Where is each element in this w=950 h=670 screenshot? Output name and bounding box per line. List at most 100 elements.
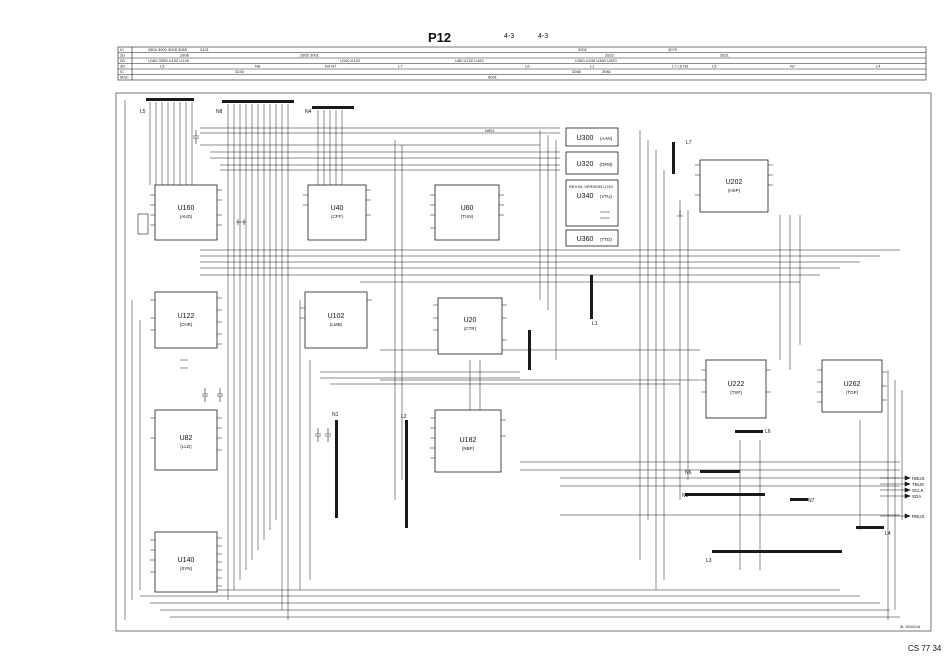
svg-text:L7: L7 — [398, 64, 403, 69]
svg-text:5001: 5001 — [488, 75, 498, 80]
block-u82-id: U82 — [180, 435, 193, 442]
block-u182 — [434, 409, 502, 473]
svg-text:L5: L5 — [712, 64, 717, 69]
connector-l1 — [590, 275, 593, 319]
svg-text:L1: L1 — [590, 64, 595, 69]
block-u140-name: (SYN) — [180, 566, 193, 571]
output-tbus: TBUS — [912, 482, 924, 487]
block-u60-id: U60 — [461, 205, 474, 212]
block-u222-name: (TSP) — [730, 390, 742, 395]
connector-n1 — [335, 420, 338, 518]
label-n8: N8 — [216, 109, 223, 115]
block-u300-id: U300 — [577, 135, 594, 142]
output-rbus: RBUS — [912, 514, 925, 519]
label-l7: L7 — [686, 140, 692, 146]
label-n1: N1 — [332, 412, 339, 418]
block-u160 — [154, 184, 218, 241]
svg-text:U360 U240 U300 U320: U360 U240 U300 U320 — [575, 58, 617, 63]
output-sclk: SCLK — [912, 488, 924, 493]
connector-l4 — [856, 526, 884, 529]
footer-code: CS 77 34 — [908, 644, 942, 653]
block-u360-id: U360 — [577, 236, 594, 243]
svg-text:IC: IC — [120, 47, 124, 52]
sheet-ref-right: 4-3 — [538, 33, 549, 40]
block-u182-id: U182 — [460, 437, 477, 444]
label-l3: L3 — [706, 558, 712, 564]
svg-text:L5: L5 — [160, 64, 165, 69]
page-title: P12 — [428, 30, 452, 45]
block-u122-name: (CHR) — [180, 322, 193, 327]
label-n4: N4 — [305, 109, 312, 115]
svg-text:N8: N8 — [255, 64, 261, 69]
schematic-frame — [115, 92, 932, 632]
block-u262-id: U262 — [844, 381, 861, 388]
connector-l5 — [146, 98, 194, 101]
block-u122-id: U122 — [178, 313, 195, 320]
block-u222-id: U222 — [728, 381, 745, 388]
block-u102-name: (LMB) — [330, 322, 343, 327]
block-u20-id: U20 — [464, 317, 477, 324]
svg-text:U100 U122: U100 U122 — [340, 58, 361, 63]
connector-l2 — [405, 420, 408, 482]
svg-text:N7: N7 — [790, 64, 796, 69]
connector-l7 — [672, 142, 675, 174]
block-u300 — [565, 127, 619, 147]
svg-text:MSC: MSC — [120, 75, 129, 80]
block-u82 — [154, 409, 218, 471]
output-hbus: HBUS — [912, 476, 925, 481]
svg-text:L7 L6 N3: L7 L6 N3 — [672, 64, 689, 69]
svg-text:U80 U122 U182: U80 U122 U182 — [455, 58, 484, 63]
label-n9: N9 — [682, 493, 689, 499]
block-u40 — [307, 184, 367, 241]
block-u320-name: (OFM) — [600, 162, 613, 167]
block-u340-id: U340 — [577, 193, 594, 200]
block-u320-id: U320 — [577, 161, 594, 168]
annotation-drawing-code: 3L 30101/A — [900, 624, 921, 629]
block-u82-name: (LLD) — [180, 444, 192, 449]
block-u182-name: (NBP) — [462, 446, 475, 451]
svg-text:2822: 2822 — [605, 53, 615, 58]
label-n7: N7 — [808, 498, 815, 504]
label-l4: L4 — [885, 531, 891, 537]
block-u60 — [434, 184, 500, 241]
block-u122 — [154, 291, 218, 349]
connector-n6 — [700, 470, 740, 473]
svg-text:U160 3305 U102 U140: U160 3305 U102 U140 — [148, 58, 190, 63]
svg-text:3D: 3D — [120, 64, 125, 69]
svg-text:3081: 3081 — [602, 69, 612, 74]
block-u40-id: U40 — [331, 205, 344, 212]
svg-text:2806: 2806 — [180, 53, 190, 58]
sheet-ref-left: 4-3 — [504, 33, 515, 40]
block-u102 — [304, 291, 368, 349]
label-l5: L5 — [140, 109, 146, 115]
svg-text:L4: L4 — [876, 64, 881, 69]
block-u140-id: U140 — [178, 557, 195, 564]
svg-text:N4 N7: N4 N7 — [325, 64, 337, 69]
block-u202-name: (HSP) — [728, 188, 741, 193]
label-l6: L6 — [765, 429, 771, 435]
svg-text:3266: 3266 — [572, 69, 582, 74]
block-u102-id: U102 — [328, 313, 345, 320]
svg-text:2804 3000 3008 3065: 2804 3000 3008 3065 — [148, 47, 188, 52]
block-u160-id: U160 — [178, 205, 195, 212]
block-u140 — [154, 531, 218, 593]
block-u340-name: (VTU) — [600, 194, 612, 199]
block-u300-name: (AAN) — [600, 136, 613, 141]
block-u262 — [821, 359, 883, 413]
block-u160-name: (AUD) — [180, 214, 193, 219]
svg-text:2D: 2D — [120, 53, 125, 58]
block-u360 — [565, 229, 619, 247]
svg-text:2D: 2D — [120, 58, 125, 63]
block-u360-name: (TTD) — [600, 237, 612, 242]
label-l2: L2 — [401, 414, 407, 420]
block-u40-name: (CFP) — [331, 214, 343, 219]
block-u202-id: U202 — [726, 179, 743, 186]
label-n6: N6 — [685, 470, 692, 476]
block-u20 — [437, 297, 503, 355]
output-sda: SDA — [912, 494, 921, 499]
label-l1: L1 — [592, 321, 598, 327]
block-u262-name: (TOP) — [846, 390, 859, 395]
block-u20-name: (CTR) — [464, 326, 477, 331]
svg-text:3101: 3101 — [200, 47, 210, 52]
